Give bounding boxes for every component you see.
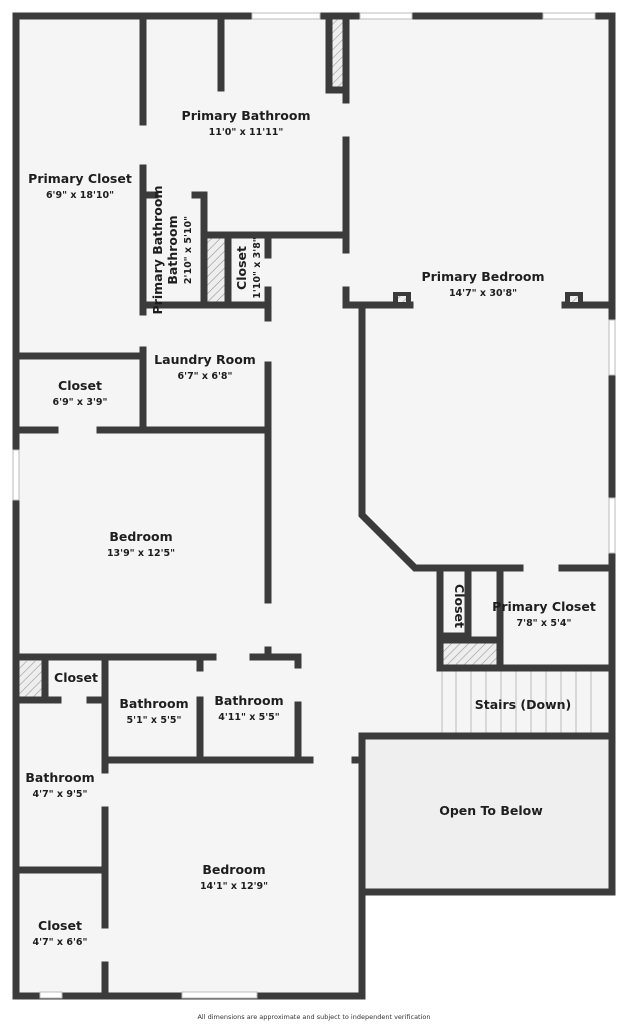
shaft-hatch — [331, 19, 344, 87]
room-dims: 4'11" x 5'5" — [218, 712, 280, 723]
room-name: Bedroom — [109, 529, 172, 544]
room-dims: 13'9" x 12'5" — [107, 548, 175, 559]
room-dims: 6'9" x 18'10" — [46, 190, 114, 201]
room-dims: 1'10" x 3'8" — [252, 237, 263, 299]
room-name: Primary Bathroom — [182, 108, 311, 123]
room-dims: 14'7" x 30'8" — [449, 288, 517, 299]
shaft-hatch — [19, 661, 43, 697]
room-name: Closet — [54, 670, 98, 685]
room-dims: 6'9" x 3'9" — [53, 397, 108, 408]
shaft-hatch — [443, 643, 498, 666]
windows — [12, 12, 616, 999]
room-dims: 2'10" x 5'10" — [183, 216, 194, 284]
room-name: Primary Bathroom — [150, 186, 165, 315]
room-name: Closet — [38, 918, 82, 933]
room-name: Bathroom — [119, 696, 188, 711]
room-name: Bedroom — [202, 862, 265, 877]
stairs-treads — [441, 671, 592, 733]
room-dims: 4'7" x 6'6" — [33, 937, 88, 948]
room-dims: 7'8" x 5'4" — [517, 618, 572, 629]
room-name: Primary Bedroom — [421, 269, 544, 284]
room-name: Closet — [452, 584, 467, 628]
room-name-line2: Bathroom — [165, 215, 180, 284]
room-name: Primary Closet — [492, 599, 596, 614]
column — [570, 296, 578, 302]
room-dims: 14'1" x 12'9" — [200, 881, 268, 892]
disclaimer-note: All dimensions are approximate and subje… — [197, 1013, 430, 1021]
shaft-hatch — [206, 238, 227, 303]
room-dims: 4'7" x 9'5" — [33, 789, 88, 800]
room-name: Bathroom — [25, 770, 94, 785]
room-name: Closet — [234, 246, 249, 290]
open-to-below-area — [362, 736, 612, 892]
open-to-below-label: Open To Below — [439, 803, 543, 818]
stairs-label: Stairs (Down) — [475, 697, 572, 712]
room-name: Closet — [58, 378, 102, 393]
room-name: Primary Closet — [28, 171, 132, 186]
room-name: Laundry Room — [154, 352, 256, 367]
room-dims: 5'1" x 5'5" — [127, 715, 182, 726]
room-dims: 6'7" x 6'8" — [178, 371, 233, 382]
column — [398, 296, 406, 302]
room-name: Bathroom — [214, 693, 283, 708]
floor-area — [16, 16, 612, 996]
room-dims: 11'0" x 11'11" — [209, 127, 284, 138]
